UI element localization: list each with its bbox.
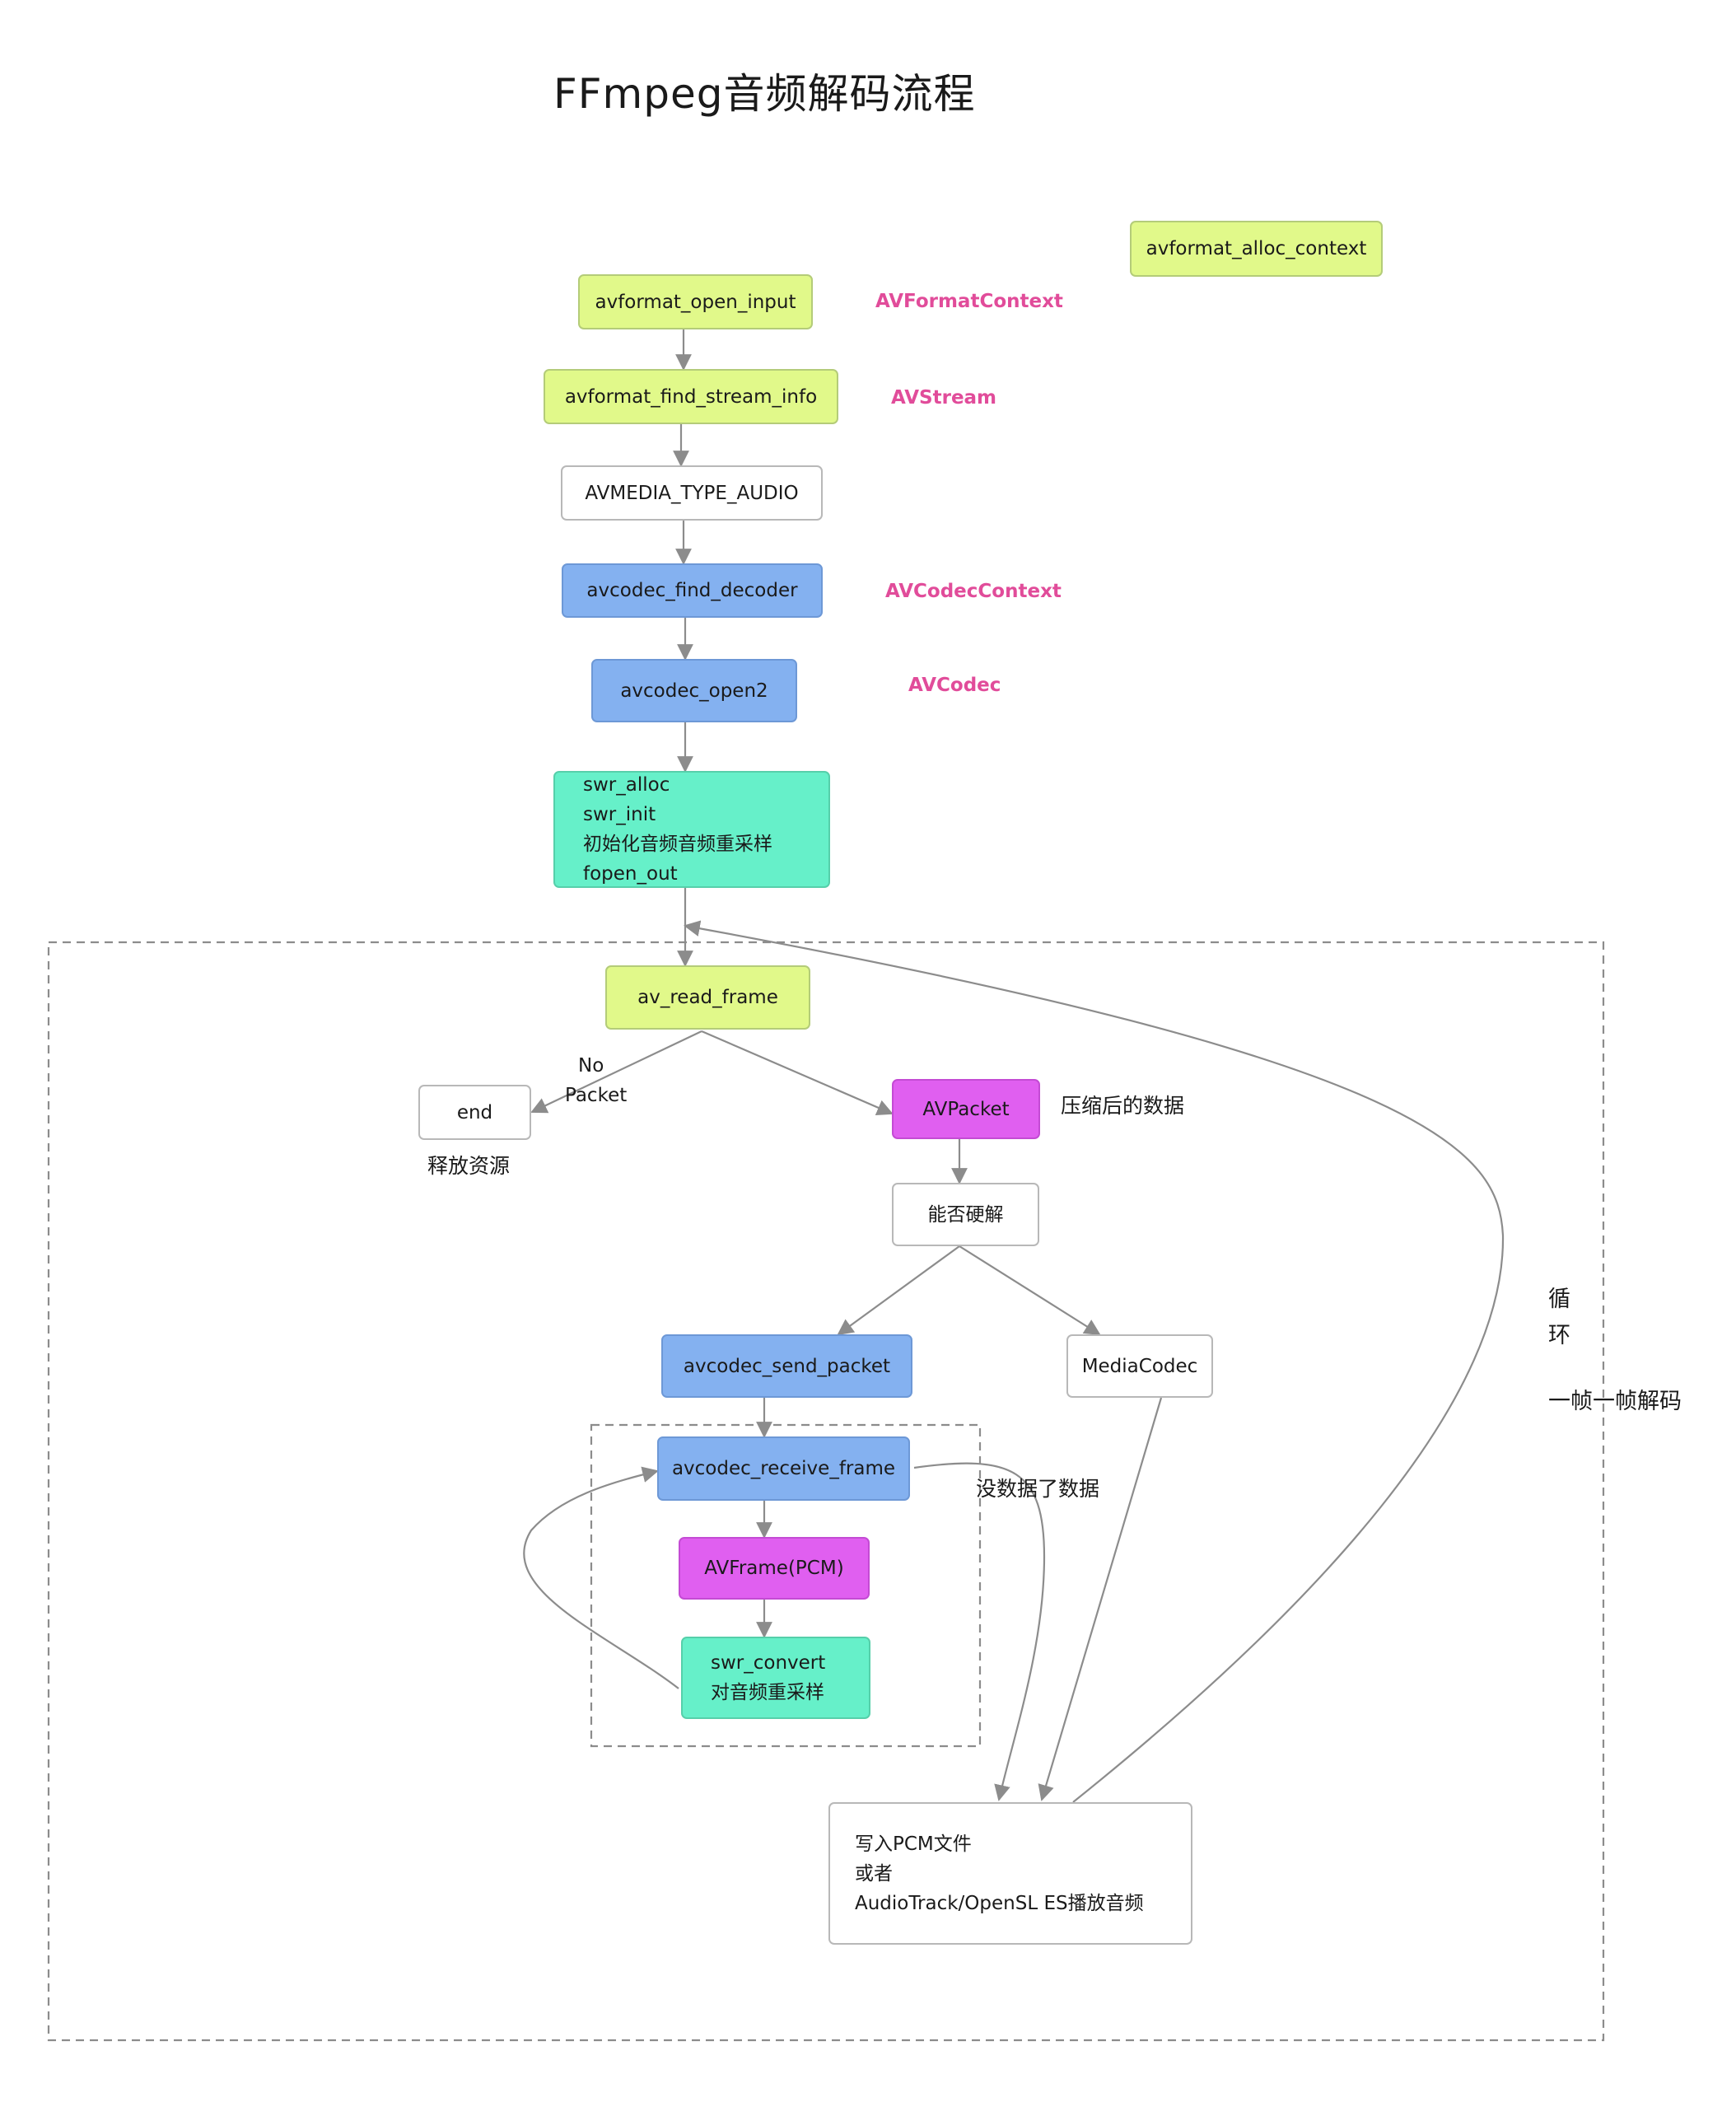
node-avcodec-open2: avcodec_open2 bbox=[591, 659, 797, 722]
annotation-no-packet: No Packet bbox=[565, 1051, 627, 1110]
annotation-loop: 循 环 bbox=[1548, 1282, 1570, 1354]
node-avcodec-send-packet: avcodec_send_packet bbox=[661, 1334, 912, 1398]
swr-line-3: 初始化音频音频重采样 bbox=[583, 834, 772, 855]
swr-convert-line-2: 对音频重采样 bbox=[711, 1682, 824, 1703]
loop-line-1: 循 bbox=[1548, 1287, 1570, 1312]
swr-convert-line-1: swr_convert bbox=[711, 1652, 826, 1674]
loop-line-2: 环 bbox=[1548, 1323, 1570, 1348]
node-end: end bbox=[418, 1085, 531, 1140]
node-mediacodec: MediaCodec bbox=[1066, 1334, 1213, 1398]
node-avmedia-type-audio: AVMEDIA_TYPE_AUDIO bbox=[561, 465, 823, 521]
annotation-avstream: AVStream bbox=[891, 387, 997, 409]
node-avcodec-receive-frame: avcodec_receive_frame bbox=[657, 1436, 910, 1501]
swr-line-1: swr_alloc bbox=[583, 774, 670, 796]
annotation-avformatcontext: AVFormatContext bbox=[875, 291, 1063, 312]
edge-receive-frame-to-output bbox=[913, 1462, 1046, 1801]
node-avcodec-find-decoder: avcodec_find_decoder bbox=[562, 563, 823, 618]
edge-output-loop-back-to-read-frame bbox=[684, 920, 1505, 1803]
annotation-compressed-data: 压缩后的数据 bbox=[1061, 1094, 1185, 1118]
node-avformat-open-input: avformat_open_input bbox=[578, 274, 813, 329]
edge-read-frame-to-end bbox=[530, 1030, 702, 1114]
annotation-avcodeccontext: AVCodecContext bbox=[885, 581, 1062, 602]
node-avpacket: AVPacket bbox=[892, 1079, 1040, 1139]
node-avframe-pcm: AVFrame(PCM) bbox=[679, 1537, 870, 1600]
output-line-1: 写入PCM文件 bbox=[855, 1833, 972, 1855]
annotation-no-data: 没数据了数据 bbox=[976, 1477, 1100, 1501]
no-packet-line-1: No bbox=[578, 1055, 604, 1077]
node-av-read-frame: av_read_frame bbox=[605, 965, 810, 1030]
annotation-release-resources: 释放资源 bbox=[427, 1154, 511, 1178]
node-avformat-alloc-context: avformat_alloc_context bbox=[1130, 221, 1383, 277]
swr-line-2: swr_init bbox=[583, 804, 656, 825]
edge-swr-convert-back-to-receive-frame bbox=[523, 1466, 679, 1689]
output-line-2: 或者 bbox=[855, 1862, 893, 1885]
swr-line-4: fopen_out bbox=[583, 863, 678, 885]
node-swr-convert: swr_convert 对音频重采样 bbox=[681, 1637, 870, 1719]
node-hw-decode-check: 能否硬解 bbox=[892, 1183, 1039, 1246]
node-swr-init: swr_alloc swr_init 初始化音频音频重采样 fopen_out bbox=[553, 771, 830, 888]
annotation-frame-by-frame: 一帧一帧解码 bbox=[1548, 1389, 1682, 1414]
edge-read-frame-to-avpacket bbox=[701, 1030, 894, 1116]
diagram-title: FFmpeg音频解码流程 bbox=[553, 70, 976, 118]
annotation-avcodec: AVCodec bbox=[908, 675, 1001, 696]
edge-mediacodec-to-output bbox=[1038, 1397, 1163, 1801]
decode-region bbox=[590, 1423, 982, 1748]
node-avformat-find-stream-info: avformat_find_stream_info bbox=[544, 369, 838, 424]
node-output: 写入PCM文件 或者 AudioTrack/OpenSL ES播放音频 bbox=[828, 1802, 1192, 1945]
no-packet-line-2: Packet bbox=[565, 1085, 628, 1106]
output-line-3: AudioTrack/OpenSL ES播放音频 bbox=[855, 1892, 1144, 1914]
edge-hw-decode-to-mediacodec bbox=[959, 1245, 1101, 1336]
edge-hw-decode-to-send-packet bbox=[837, 1245, 960, 1336]
loop-region bbox=[47, 941, 1605, 2042]
